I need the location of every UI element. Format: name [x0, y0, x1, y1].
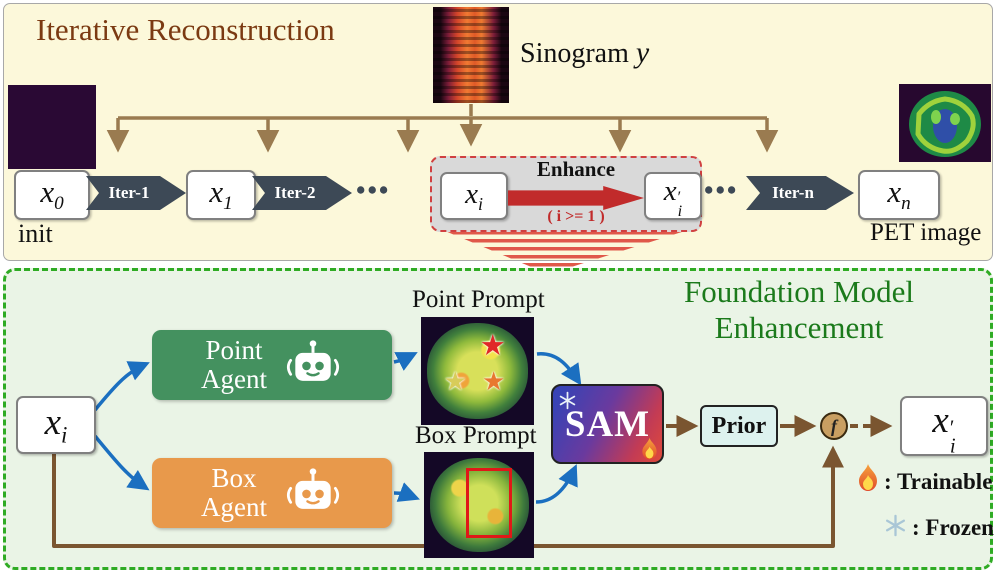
iter-n-label: Iter-n	[772, 183, 814, 202]
sinogram-image	[433, 7, 509, 103]
flame-icon	[859, 464, 877, 492]
flame-icon	[642, 437, 657, 460]
robot-icon	[286, 340, 340, 381]
prior-block: Prior	[700, 405, 778, 447]
node-x1: x1	[186, 170, 256, 220]
point-prompt-image: ★ ★ ★	[421, 317, 534, 425]
iter-1-label: Iter-1	[108, 183, 150, 202]
robot-icon	[286, 468, 340, 509]
star-icon-red: ★	[479, 330, 506, 363]
node-x0: x0	[14, 170, 90, 220]
pet-result-image	[899, 84, 991, 162]
brain-blob	[426, 323, 529, 419]
sam-label: SAM	[564, 403, 651, 445]
ellipsis-dots-left: •••	[356, 175, 391, 205]
init-caption: init	[18, 219, 53, 248]
point-agent-block: Point Agent	[152, 330, 392, 400]
enhance-condition: ( i >= 1 )	[547, 208, 605, 225]
sinogram-label: Sinogram y	[520, 36, 649, 70]
node-xi-prime: x′i	[644, 172, 702, 220]
iter-1-arrow: Iter-1	[86, 176, 186, 210]
bottom-panel-title: Foundation Model Enhancement	[610, 274, 988, 345]
box-agent-label: Box Agent	[201, 462, 267, 522]
star-icon-orange: ★	[482, 366, 506, 396]
snowflake-icon	[559, 391, 576, 410]
init-image	[8, 85, 96, 169]
sinogram-variable: y	[635, 36, 650, 69]
legend-frozen-label: : Frozen	[912, 515, 994, 540]
bottom-title-line1: Foundation Model	[684, 274, 914, 309]
box-agent-block: Box Agent	[152, 458, 392, 528]
star-icon-yellow: ★	[443, 366, 467, 396]
snowflake-icon	[886, 514, 905, 537]
point-agent-label: Point Agent	[201, 334, 267, 394]
bounding-box-overlay	[465, 467, 512, 538]
top-panel-title: Iterative Reconstruction	[36, 12, 335, 47]
input-xi-node: xi	[16, 396, 96, 454]
sinogram-label-text: Sinogram	[520, 38, 629, 69]
fusion-function-node: f	[820, 412, 848, 440]
pet-image-caption: PET image	[870, 219, 982, 246]
point-prompt-label: Point Prompt	[412, 286, 545, 313]
pet-brain-graphic	[909, 91, 981, 157]
box-prompt-label: Box Prompt	[415, 422, 537, 449]
sam-model-block: SAM	[551, 384, 664, 464]
node-xi: xi	[440, 172, 508, 220]
output-xi-prime-node: x′i	[900, 396, 988, 456]
enhance-label: Enhance	[536, 157, 616, 181]
bottom-title-line2: Enhancement	[714, 309, 884, 345]
ellipsis-dots-right: •••	[704, 175, 739, 205]
node-xn: xn	[858, 170, 940, 220]
iter-2-label: Iter-2	[274, 183, 316, 202]
box-prompt-image	[424, 452, 534, 558]
legend-trainable-label: : Trainable	[884, 469, 993, 494]
